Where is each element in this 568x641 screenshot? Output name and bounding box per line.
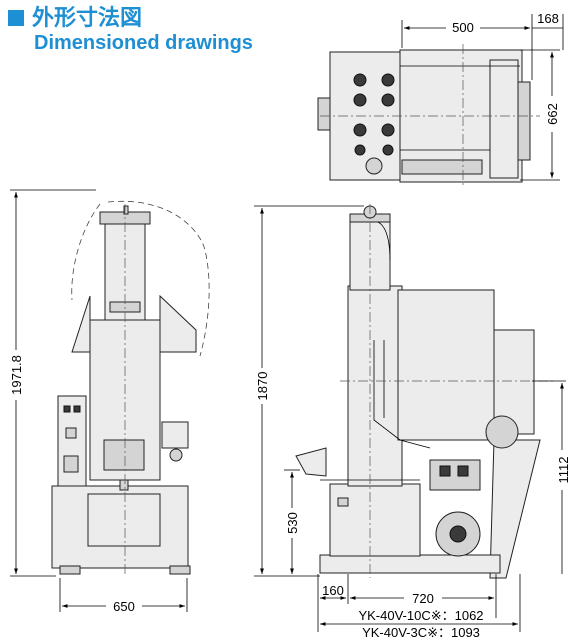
model-note-10c: YK-40V-10C※：1062 — [358, 608, 483, 623]
model-note-3c: YK-40V-3C※：1093 — [362, 625, 480, 640]
top-view-motor-cap — [489, 59, 519, 179]
side-view-column — [347, 285, 403, 487]
title-row: 外形寸法図 — [8, 6, 253, 30]
front-view-die-area — [103, 439, 145, 471]
front-view-hopper-right — [159, 294, 197, 353]
dim-front-height: 1971.8 — [9, 355, 24, 395]
side-view-oil-tank — [329, 483, 421, 557]
side-view-chute — [295, 447, 327, 477]
dim-top-width: 500 — [452, 20, 474, 35]
side-view-valve-manifold — [429, 459, 481, 491]
dim-side-front-offset: 160 — [322, 583, 344, 598]
dim-side-motor-height: 1112 — [556, 457, 568, 484]
front-view-foot-right — [169, 565, 191, 575]
side-view-motor-body — [397, 289, 495, 441]
top-view-left-fitting — [317, 97, 331, 131]
side-view: 1870 530 1112 160 720 YK-40V-10C※：1062 Y… — [254, 204, 568, 640]
top-view-motor-fan — [517, 81, 531, 161]
front-view-tank-panel — [87, 493, 161, 547]
side-view-cooling-fan — [485, 415, 519, 449]
front-view-motor — [161, 421, 189, 449]
dim-top-offset: 168 — [537, 11, 559, 26]
dim-top-depth: 662 — [545, 103, 560, 125]
page-header: 外形寸法図 Dimensioned drawings — [8, 6, 253, 55]
title-square-icon — [8, 10, 24, 26]
front-view-hopper-left — [71, 295, 91, 353]
dim-side-base-length: 720 — [412, 591, 434, 606]
dim-side-height: 1870 — [255, 372, 270, 401]
front-view-door-swing-left — [71, 203, 101, 301]
side-view-diagonal-support — [489, 439, 541, 579]
side-view-base-rail — [319, 554, 501, 574]
front-view-foot-left — [59, 565, 81, 575]
top-view: 500 168 662 — [317, 11, 564, 186]
dim-side-table-height: 530 — [285, 512, 300, 534]
page-title-jp: 外形寸法図 — [32, 5, 143, 30]
page-title-en: Dimensioned drawings — [34, 32, 253, 54]
front-view: 1971.8 650 — [8, 189, 210, 614]
dim-front-width: 650 — [113, 599, 135, 614]
top-view-base-plate — [401, 159, 483, 175]
